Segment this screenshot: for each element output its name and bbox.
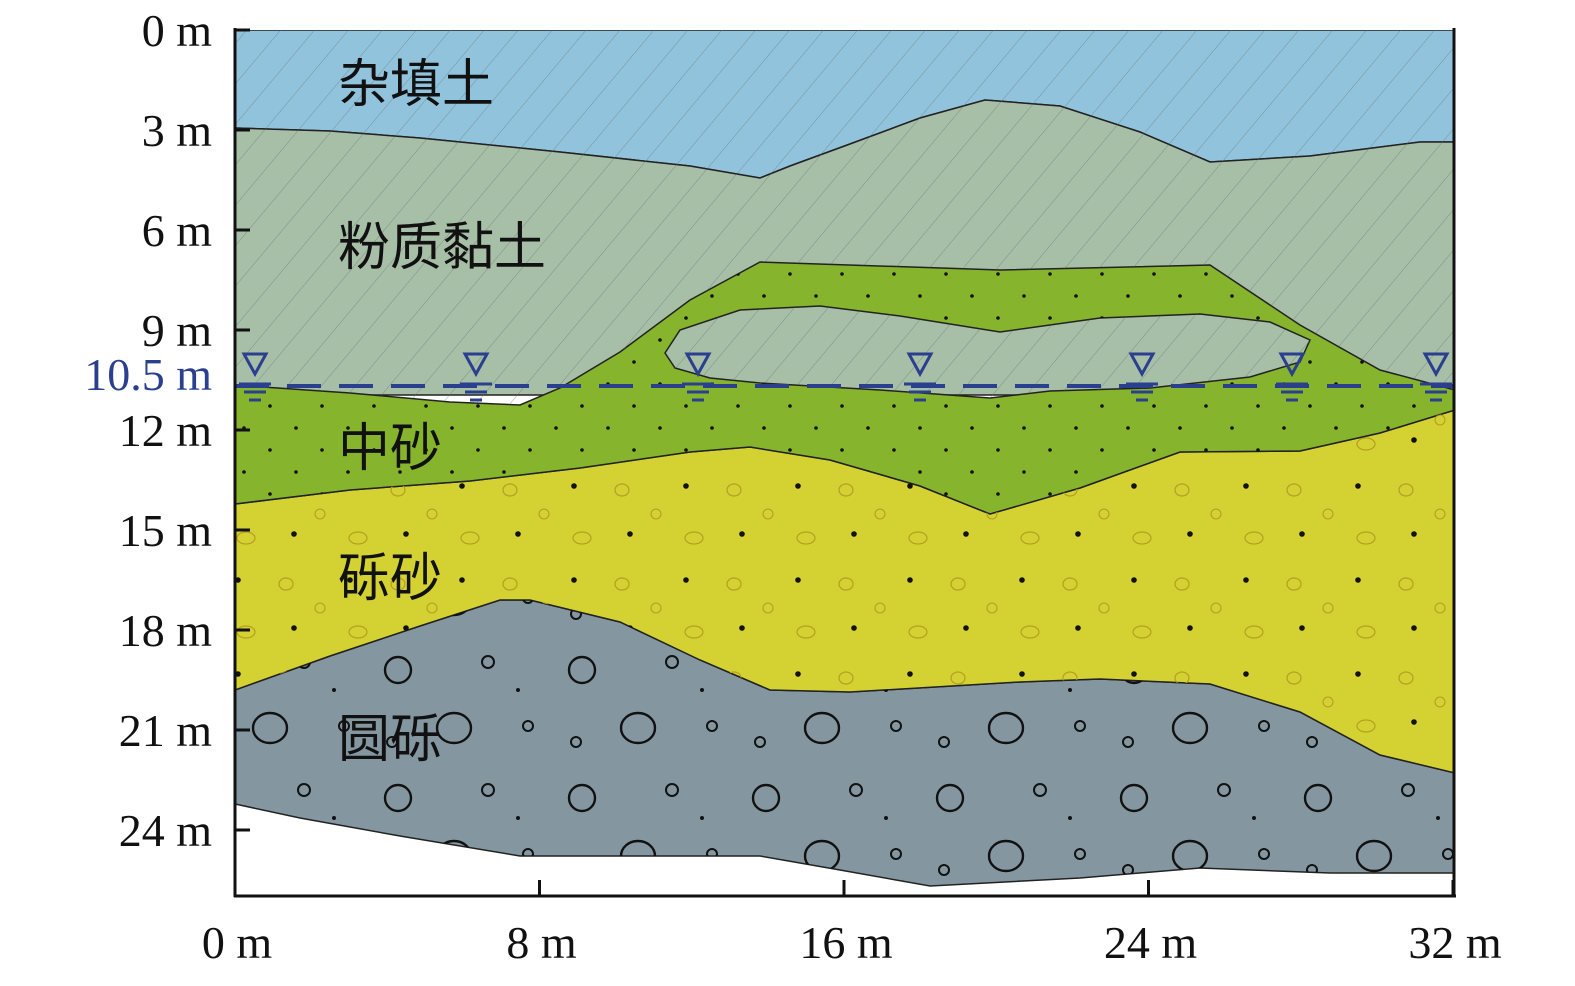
label-gravel-sand: 砾砂 xyxy=(338,549,442,609)
axes: 0 m 3 m 6 m 9 m 12 m 15 m 18 m 21 m 24 m 0 m 8 m 1… xyxy=(119,5,1502,968)
y-tick-label: 6 m xyxy=(142,205,213,256)
x-tick-label: 24 m xyxy=(1104,917,1198,968)
layer-labels: 杂填土 粉质黏土 中砂 砾砂 圆砾 xyxy=(338,55,546,770)
y-tick-label: 9 m xyxy=(142,305,213,356)
water-level-symbol xyxy=(1126,352,1158,402)
water-level-symbol xyxy=(904,352,936,402)
water-level-symbol xyxy=(1276,352,1308,402)
y-axis-ticks: 0 m 3 m 6 m 9 m 12 m 15 m 18 m 21 m 24 m xyxy=(119,5,250,856)
label-medium-sand: 中砂 xyxy=(338,419,442,479)
dots-texture-gravel-sand xyxy=(235,410,1455,773)
y-tick-label: 18 m xyxy=(119,605,213,656)
water-level-symbol xyxy=(682,352,714,402)
y-tick-label: 21 m xyxy=(119,705,213,756)
label-silty-clay: 粉质黏土 xyxy=(338,218,546,278)
x-axis-ticks: 0 m 8 m 16 m 24 m 32 m xyxy=(202,880,1502,968)
y-tick-label: 3 m xyxy=(142,105,213,156)
x-tick-label: 8 m xyxy=(506,917,577,968)
water-level-symbol xyxy=(460,352,492,402)
label-miscellaneous-fill: 杂填土 xyxy=(338,55,494,115)
x-tick-label: 16 m xyxy=(799,917,893,968)
hatch-texture-fill xyxy=(235,30,1455,178)
label-round-gravel: 圆砾 xyxy=(338,710,442,770)
hatch-texture-clay xyxy=(235,100,1455,405)
water-level-symbol xyxy=(239,352,271,402)
layer-textures xyxy=(235,30,1455,886)
y-tick-label: 0 m xyxy=(142,5,213,56)
water-table xyxy=(235,352,1455,402)
water-table-label: 10.5 m xyxy=(84,349,212,400)
pebble-texture-round-gravel xyxy=(235,600,1455,886)
y-tick-label: 15 m xyxy=(119,505,213,556)
x-tick-label: 32 m xyxy=(1408,917,1502,968)
y-tick-label: 12 m xyxy=(119,405,213,456)
y-tick-label: 24 m xyxy=(119,805,213,856)
hatch-texture-lens xyxy=(665,306,1310,398)
x-tick-label: 0 m xyxy=(202,917,273,968)
water-level-symbol xyxy=(1420,352,1452,402)
dots-texture-medium-sand xyxy=(235,262,1455,514)
